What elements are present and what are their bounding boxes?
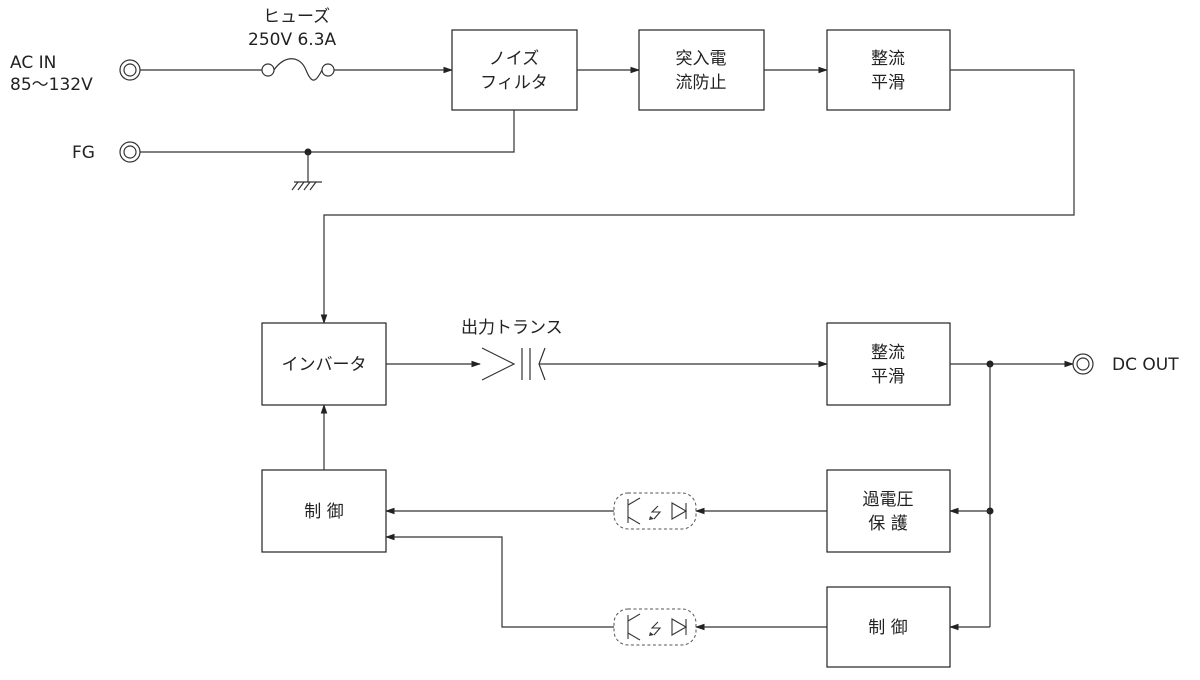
inrush-limit-label-1: 突入電	[676, 49, 727, 69]
fuse-label: ヒューズ	[263, 7, 330, 27]
inverter-label: インバータ	[282, 355, 367, 375]
fg-label: FG	[72, 143, 95, 163]
rectifier-out-block	[826, 322, 951, 406]
ac-in-terminal	[119, 59, 141, 81]
noise-filter-label-1: ノイズ	[489, 49, 540, 69]
dc-out-label: DC OUT	[1112, 355, 1179, 375]
rectifier-out-label-2: 平滑	[871, 367, 905, 387]
ac-in-label: AC IN	[10, 53, 56, 73]
optocoupler-2-symbol	[613, 608, 697, 646]
ovp-label-2: 保 護	[868, 514, 907, 534]
noise-filter-block	[451, 29, 578, 111]
inrush-limit-block	[638, 29, 765, 111]
transformer-label: 出力トランス	[461, 318, 563, 338]
optocoupler-1-symbol	[613, 492, 697, 530]
fuse-symbol	[261, 58, 335, 81]
control-left-label: 制 御	[304, 502, 343, 522]
ground-symbol	[291, 148, 322, 191]
rectifier-in-label-1: 整流	[871, 49, 905, 69]
ovp-block	[826, 469, 951, 553]
rectifier-in-block	[826, 29, 951, 111]
rectifier-out-label-1: 整流	[871, 343, 905, 363]
control-right-label: 制 御	[868, 618, 907, 638]
ac-in-voltage-label: 85～132V	[10, 75, 93, 95]
dc-out-terminal	[1072, 353, 1094, 375]
ovp-label-1: 過電圧	[863, 490, 914, 510]
inrush-limit-label-2: 流防止	[676, 73, 727, 93]
rectifier-in-label-2: 平滑	[871, 73, 905, 93]
output-transformer-symbol	[481, 347, 546, 381]
fuse-rating-label: 250V 6.3A	[248, 30, 337, 50]
fg-terminal	[119, 141, 141, 163]
control-left-block	[261, 469, 387, 553]
noise-filter-label-2: フィルタ	[480, 73, 548, 93]
